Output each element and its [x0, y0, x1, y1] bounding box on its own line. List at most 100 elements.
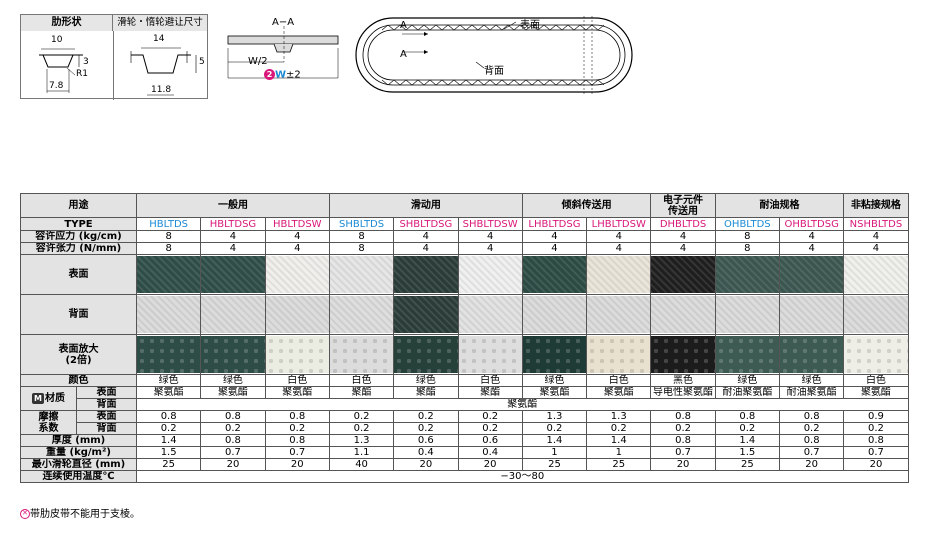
- usage-group-2: 倾斜传送用: [521, 193, 652, 218]
- spec-number-badge: 2: [264, 69, 275, 80]
- stress-value: 4: [457, 230, 523, 243]
- belt-surface-label: 表面: [520, 20, 540, 31]
- belt-loop-svg: [355, 16, 633, 94]
- back-image-cell: [650, 294, 716, 335]
- material-surface-label: 表面: [76, 386, 137, 399]
- zoom-label: 表面放大(2倍): [20, 334, 137, 375]
- belt-back-label: 背面: [484, 66, 504, 77]
- thickness-value: 0.6: [457, 434, 523, 447]
- rib-bottom-dim: 7.8: [49, 81, 64, 91]
- friction-back-value: 0.2: [586, 422, 652, 435]
- friction-back-value: 0.2: [328, 422, 395, 435]
- color-value: 绿色: [135, 374, 202, 387]
- type-8: DHBLTDS: [650, 217, 716, 231]
- zoom-image-cell: [457, 334, 523, 375]
- min_pulley-value: 25: [714, 458, 781, 471]
- rib-top-dim: 10: [51, 35, 63, 45]
- weight-value: 1.1: [328, 446, 395, 459]
- surface-swatch-5: [459, 256, 522, 293]
- friction-surface-value: 0.2: [328, 410, 395, 423]
- min_pulley-value: 20: [457, 458, 523, 471]
- type-6: LHBLTDSG: [521, 217, 588, 231]
- friction-surface-value: 0.8: [778, 410, 845, 423]
- friction-label-2: 系数: [38, 422, 59, 434]
- surface-swatch-9: [716, 256, 779, 293]
- stress-value: 4: [650, 230, 716, 243]
- friction-surface-value: 0.8: [200, 410, 266, 423]
- color-value: 绿色: [714, 374, 781, 387]
- zoom-image-cell: [586, 334, 652, 375]
- stress-value: 4: [393, 230, 459, 243]
- width-tolerance: ±2: [286, 69, 301, 81]
- friction-back-value: 0.2: [521, 422, 588, 435]
- stress-value: 8: [714, 230, 781, 243]
- friction-surface-value: 0.8: [650, 410, 716, 423]
- type-7: LHBLTDSW: [586, 217, 652, 231]
- friction-surface-value: 1.3: [586, 410, 652, 423]
- back-swatch-0: [137, 296, 200, 333]
- tension-value: 4: [778, 242, 845, 255]
- material-surface-value: 聚氨酯: [135, 386, 202, 399]
- stress-value: 4: [200, 230, 266, 243]
- back-swatch-10: [780, 296, 843, 333]
- type-9: OHBLTDS: [714, 217, 781, 231]
- min_pulley-value: 40: [328, 458, 395, 471]
- zoom-swatch-6: [523, 336, 586, 373]
- friction-back-value: 0.2: [264, 422, 330, 435]
- friction-back-value: 0.2: [843, 422, 909, 435]
- zoom-image-cell: [393, 334, 459, 375]
- stress-value: 4: [264, 230, 330, 243]
- zoom-swatch-0: [137, 336, 200, 373]
- section-marker-a-top: A: [400, 20, 407, 31]
- back-image-cell: [457, 294, 523, 335]
- thickness-label: 厚度 (mm): [20, 434, 137, 447]
- type-11: NSHBLTDS: [843, 217, 909, 231]
- min_pulley-value: 25: [586, 458, 652, 471]
- back-swatch-3: [330, 296, 393, 333]
- table-row: 表面: [20, 254, 909, 295]
- friction-surface-value: 1.3: [521, 410, 588, 423]
- color-value: 绿色: [200, 374, 266, 387]
- surface-swatch-11: [844, 256, 908, 293]
- zoom-label-2: (2倍): [65, 354, 92, 366]
- type-2: HBLTDSW: [264, 217, 330, 231]
- section-marker-a-bottom: A: [400, 49, 407, 60]
- type-label: TYPE: [20, 217, 137, 231]
- thickness-value: 1.4: [714, 434, 781, 447]
- friction-back-value: 0.2: [714, 422, 781, 435]
- friction-back-label: 背面: [76, 422, 137, 435]
- thickness-value: 0.8: [778, 434, 845, 447]
- weight-value: 0.4: [393, 446, 459, 459]
- tension-label: 容许张力 (N/mm): [20, 242, 137, 255]
- weight-value: 1.5: [714, 446, 781, 459]
- min_pulley-value: 25: [521, 458, 588, 471]
- type-1: HBLTDSG: [200, 217, 266, 231]
- tension-value: 4: [264, 242, 330, 255]
- stress-label: 容许应力 (kg/cm): [20, 230, 137, 243]
- friction-label: 摩擦系数: [20, 410, 77, 435]
- back-swatch-4: [394, 296, 457, 333]
- back-image-cell: [328, 294, 395, 335]
- color-value: 黑色: [650, 374, 716, 387]
- back-image-cell: [521, 294, 588, 335]
- min_pulley-value: 20: [264, 458, 330, 471]
- back-image-cell: [200, 294, 266, 335]
- back-image-cell: [714, 294, 781, 335]
- surface-image-cell: [264, 254, 330, 295]
- material-surface-value: 耐油聚氨酯: [714, 386, 781, 399]
- zoom-swatch-5: [459, 336, 522, 373]
- material-surface-value: 聚酯: [457, 386, 523, 399]
- zoom-swatch-1: [201, 336, 265, 373]
- friction-surface-value: 0.8: [714, 410, 781, 423]
- surface-image-cell: [393, 254, 459, 295]
- pulley-top-dim: 14: [153, 34, 165, 44]
- friction-back-value: 0.2: [200, 422, 266, 435]
- zoom-image-cell: [135, 334, 202, 375]
- tension-value: 8: [328, 242, 395, 255]
- table-row: 背面聚氨酯: [21, 398, 909, 411]
- surface-image-cell: [135, 254, 202, 295]
- type-10: OHBLTDSG: [778, 217, 845, 231]
